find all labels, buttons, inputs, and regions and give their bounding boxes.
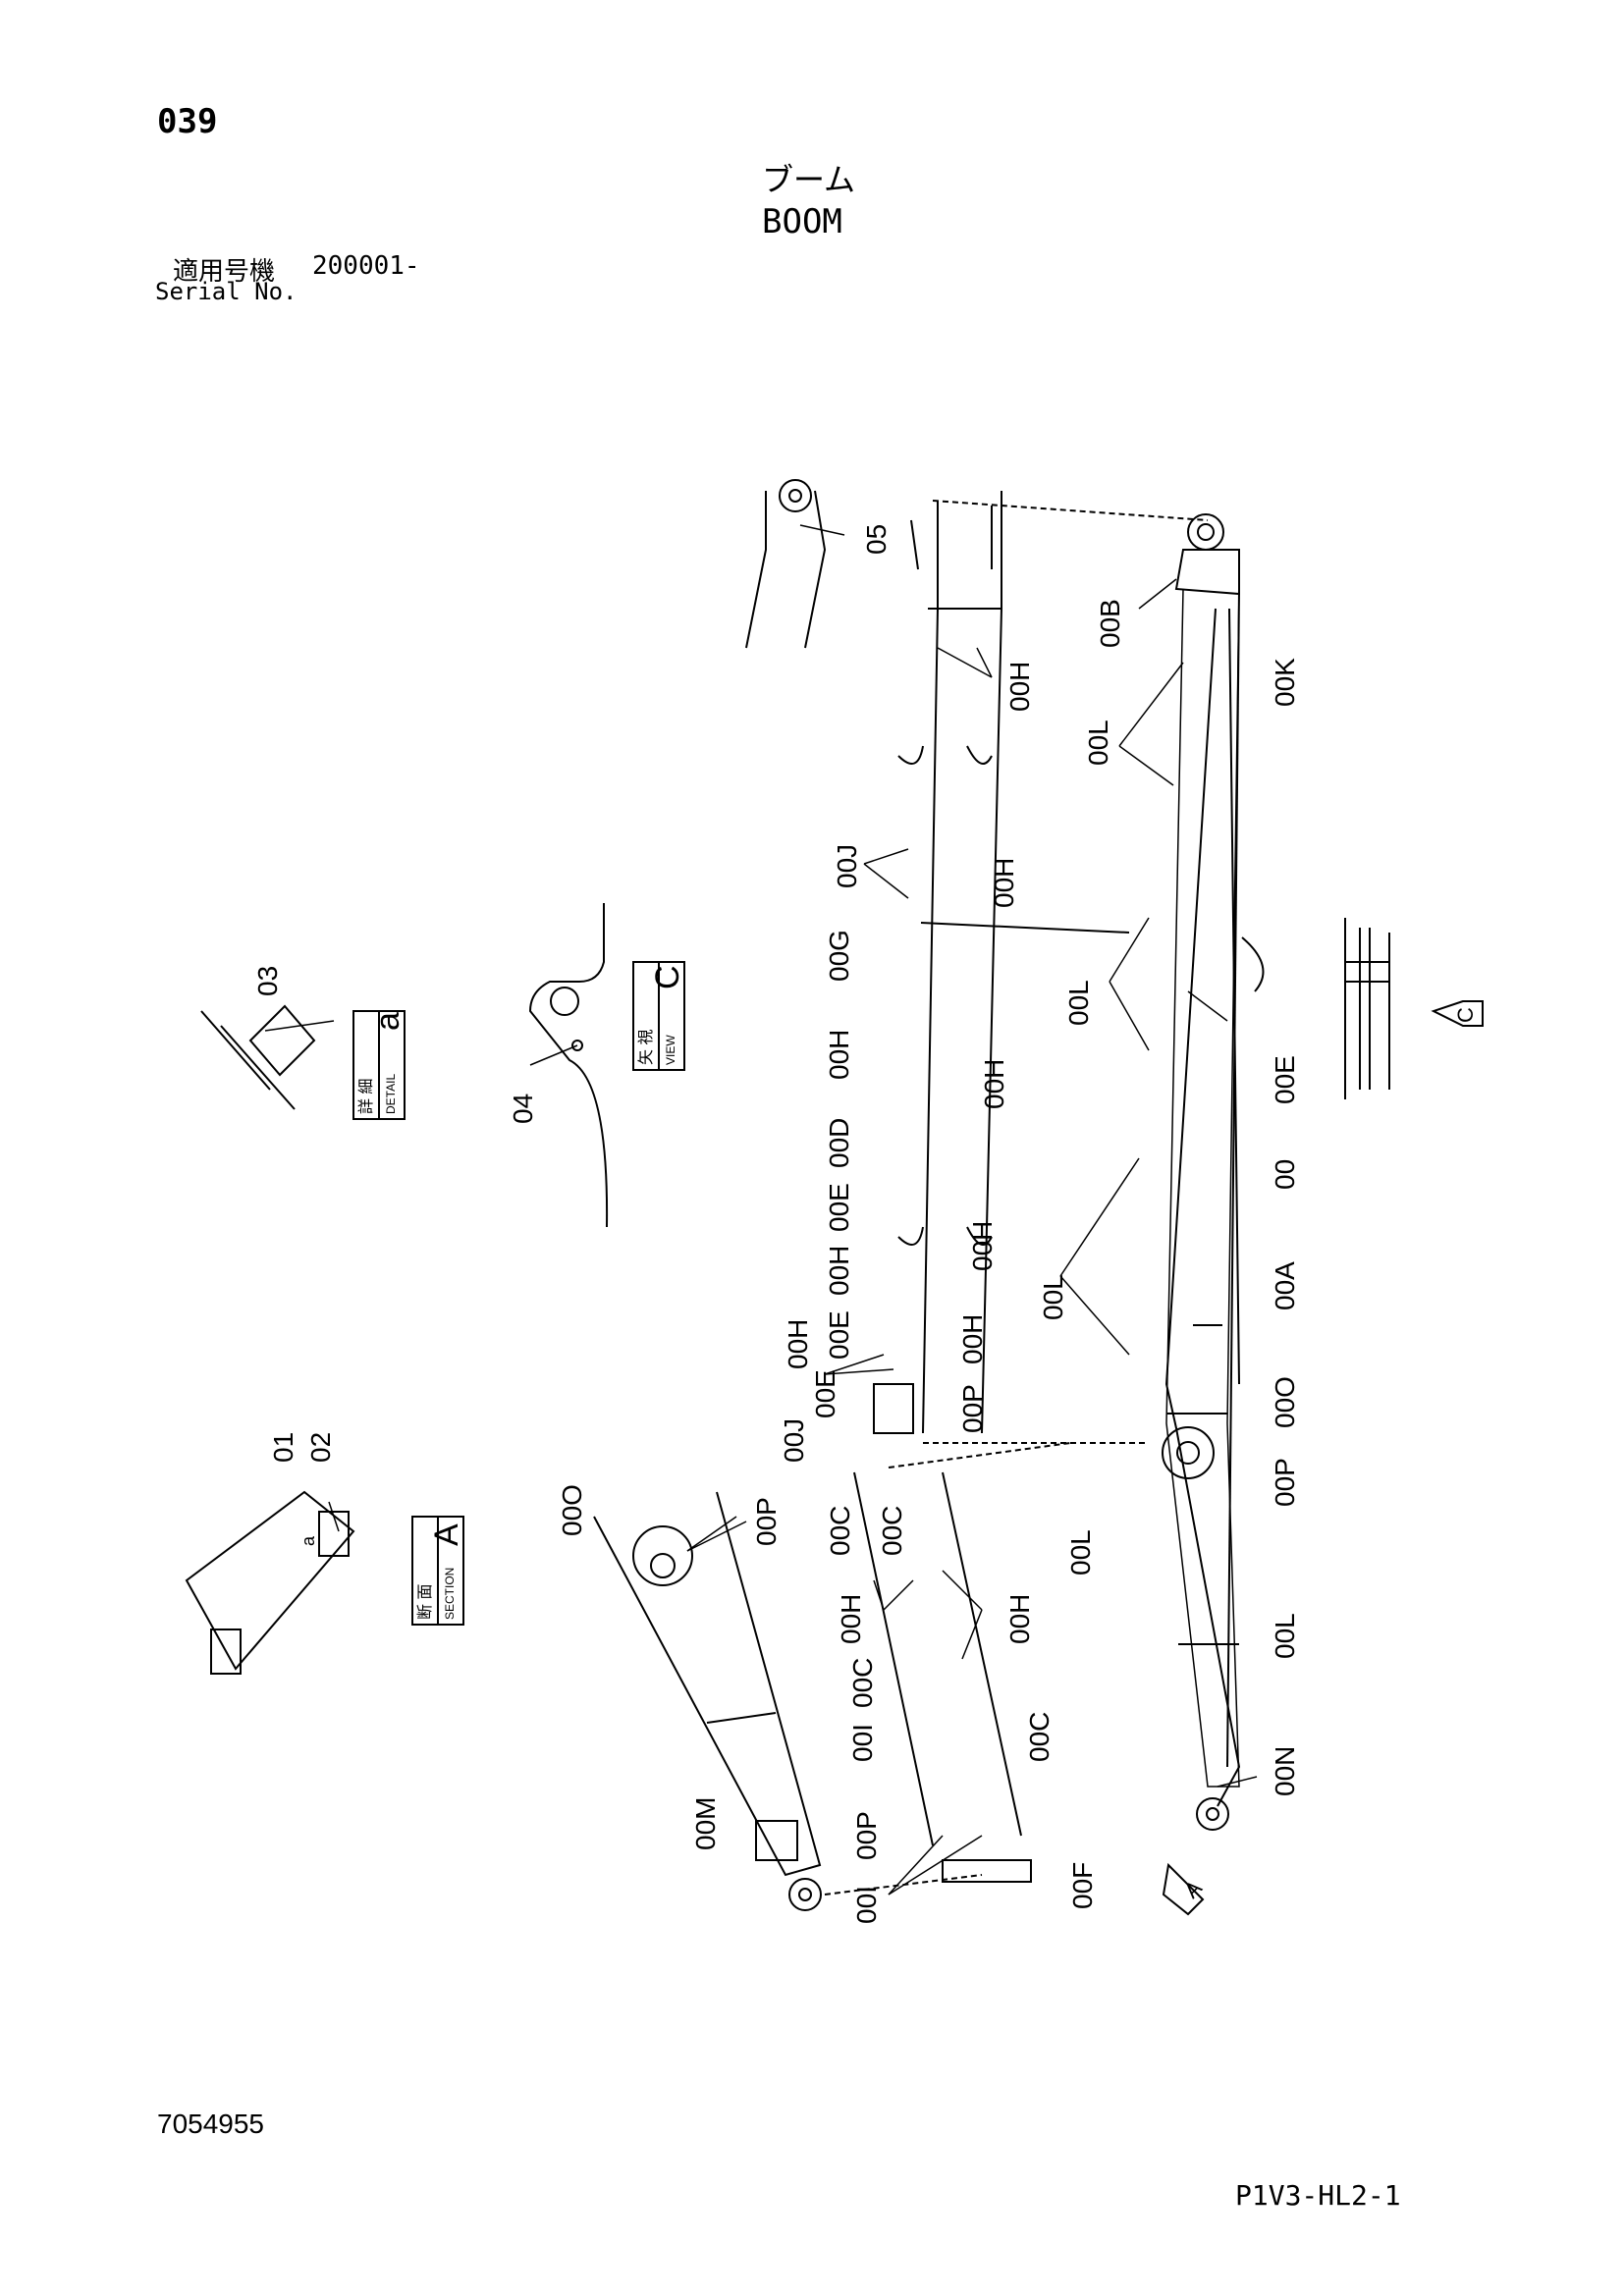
callout-00C: 00C [1024, 1712, 1055, 1762]
callout-00N: 00N [1270, 1746, 1300, 1796]
callout-00H: 00H [979, 1059, 1009, 1109]
boom-bottom-view [593, 1442, 1071, 1911]
view-c-side-rails [1344, 918, 1390, 1099]
callout-00H: 00H [1004, 662, 1035, 712]
detail-letter: a [369, 1012, 406, 1031]
callout-00H: 00H [836, 1594, 866, 1644]
section-en: SECTION [443, 1568, 457, 1620]
boom-side-view [1162, 513, 1265, 1831]
document-code: P1V3-HL2-1 [1235, 2179, 1401, 2212]
callout-00H: 00H [824, 1246, 854, 1296]
callout-00J: 00J [779, 1418, 809, 1463]
small-a-label: a [298, 1535, 318, 1546]
callout-01: 01 [268, 1432, 298, 1463]
boom-top-end [745, 479, 827, 649]
callout-00O: 00O [1270, 1376, 1300, 1428]
page-number: 039 [157, 102, 218, 141]
callout-00C: 00C [825, 1506, 855, 1556]
section-a [185, 1490, 464, 1675]
serial-label-japanese: 適用号機 [173, 257, 276, 287]
callout-00H: 00H [957, 1314, 988, 1364]
view-letter: C [649, 965, 686, 989]
callout-labels: 05 00B 00H 00K 00L 00J 00H 00G 00L 00H 0… [252, 524, 1300, 1924]
drawing-number: 7054955 [157, 2109, 265, 2139]
callout-00E: 00E [810, 1369, 840, 1418]
callout-05: 05 [861, 524, 892, 555]
section-a-arrow [1162, 1862, 1205, 1916]
callout-00L: 00L [1083, 720, 1113, 766]
arrow-c-letter: C [1453, 1007, 1478, 1023]
callout-00P: 00P [751, 1497, 782, 1546]
callout-00E: 00E [824, 1310, 854, 1360]
callout-00K: 00K [1270, 658, 1300, 707]
section-letter: A [428, 1523, 465, 1546]
view-c-arrow [1431, 1000, 1484, 1027]
callout-00P: 00P [851, 1811, 882, 1860]
callout-00H: 00H [1004, 1594, 1035, 1644]
view-jp: 矢 視 [637, 1030, 655, 1065]
detail-en: DETAIL [384, 1074, 398, 1114]
callout-00I: 00I [847, 1724, 878, 1762]
callout-00H: 00H [783, 1319, 813, 1369]
boom-top-view-upper [873, 491, 1209, 1444]
callout-00P: 00P [957, 1384, 988, 1433]
callout-00B: 00B [1095, 599, 1125, 648]
callout-00G: 00G [824, 930, 854, 982]
serial-number: 200001- [312, 251, 420, 281]
callout-00E: 00E [1270, 1055, 1300, 1104]
callout-00L: 00L [1063, 980, 1094, 1026]
callout-00H: 00H [824, 1030, 854, 1080]
callout-00I: 00I [851, 1886, 882, 1924]
detail-jp: 詳 細 [357, 1079, 375, 1114]
detail-a [200, 1004, 406, 1120]
view-en: VIEW [664, 1035, 677, 1065]
callout-00M: 00M [690, 1797, 721, 1850]
callout-00L: 00L [1270, 1613, 1300, 1659]
serial-label-english: Serial No. [155, 278, 298, 305]
callout-00C: 00C [877, 1506, 907, 1556]
callout-00F: 00F [1067, 1862, 1098, 1909]
callout-04: 04 [508, 1094, 538, 1124]
callout-00L: 00L [1065, 1529, 1096, 1575]
title-japanese: ブーム [762, 161, 856, 198]
callout-00A: 00A [1270, 1261, 1300, 1310]
callout-00D: 00D [824, 1118, 854, 1168]
view-c-detail [528, 903, 685, 1228]
callout-00H: 00H [967, 1221, 998, 1271]
callout-00C: 00C [847, 1658, 878, 1708]
callout-00E: 00E [824, 1183, 854, 1232]
section-jp: 断 面 [416, 1584, 434, 1620]
callout-03: 03 [252, 966, 283, 996]
leader-lines [264, 524, 1258, 1896]
callout-00H: 00H [989, 858, 1019, 908]
callout-02: 02 [305, 1432, 336, 1463]
callout-00O: 00O [557, 1484, 587, 1536]
callout-00: 00 [1270, 1159, 1300, 1190]
callout-00P: 00P [1270, 1458, 1300, 1507]
callout-00L: 00L [1038, 1274, 1068, 1320]
callout-00J: 00J [832, 844, 862, 888]
title-english: BOOM [762, 202, 842, 241]
